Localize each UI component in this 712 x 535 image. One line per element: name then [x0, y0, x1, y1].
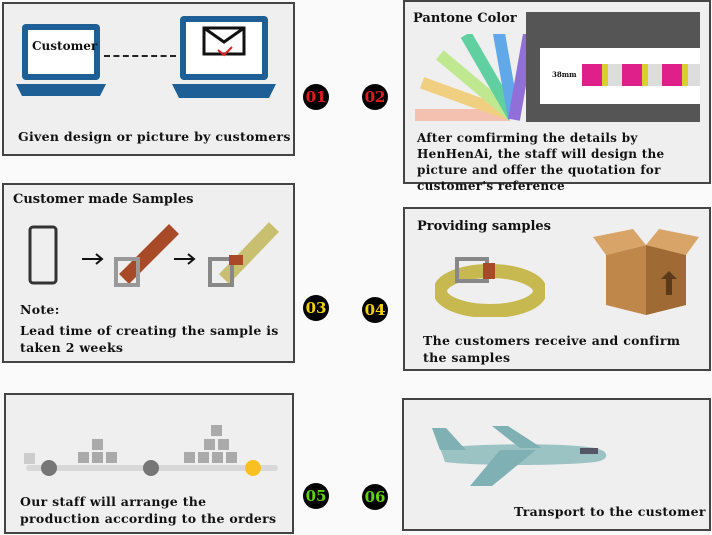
- step-badge-04: 04: [362, 297, 388, 323]
- step5-caption: Our staff will arrange the production ac…: [20, 494, 277, 526]
- customer-screen-label: Customer: [32, 39, 98, 53]
- step3-title: Customer made Samples: [13, 192, 194, 207]
- airplane-icon: [432, 426, 607, 486]
- step2-panel: Pantone Color 38mm After comfirming the …: [403, 0, 711, 193]
- step4-panel: Providing samples The customers receive …: [403, 207, 711, 371]
- step-badge-02: 02: [362, 84, 388, 110]
- step1-panel: Customer Given design or picture by cust…: [2, 2, 295, 156]
- design-software-screenshot: 38mm: [526, 12, 700, 122]
- step1-caption: Given design or picture by customers: [18, 129, 291, 144]
- step6-panel: Transport to the customer: [402, 398, 711, 531]
- size-label: 38mm: [552, 70, 577, 79]
- step3-panel: Customer made Samples Note: Lead time of…: [2, 183, 295, 363]
- step3-caption: Lead time of creating the sample is take…: [20, 323, 279, 355]
- connection-line: [104, 55, 176, 57]
- step-badge-05: 05: [303, 483, 329, 509]
- mail-laptop-icon: [172, 16, 276, 98]
- belt-sample-icon: [435, 257, 545, 317]
- step3-note-label: Note:: [20, 302, 60, 317]
- step4-title: Providing samples: [417, 219, 551, 234]
- step2-caption: After comfirming the details by HenHenAi…: [417, 131, 665, 193]
- step-badge-01: 01: [303, 84, 329, 110]
- step-badge-06: 06: [362, 484, 388, 510]
- buckle-to-belt-illustration: [28, 222, 280, 287]
- production-progress-graphic: [24, 425, 278, 476]
- step2-title: Pantone Color: [413, 11, 517, 26]
- box-icon: [593, 229, 699, 315]
- step6-caption: Transport to the customer: [514, 504, 706, 519]
- pantone-fan-icon: [415, 34, 530, 121]
- step5-panel: Our staff will arrange the production ac…: [4, 393, 294, 534]
- step-badge-03: 03: [303, 295, 329, 321]
- belt-design-preview: [582, 64, 700, 86]
- step4-caption: The customers receive and confirm the sa…: [423, 333, 681, 365]
- customer-laptop-icon: [16, 24, 106, 96]
